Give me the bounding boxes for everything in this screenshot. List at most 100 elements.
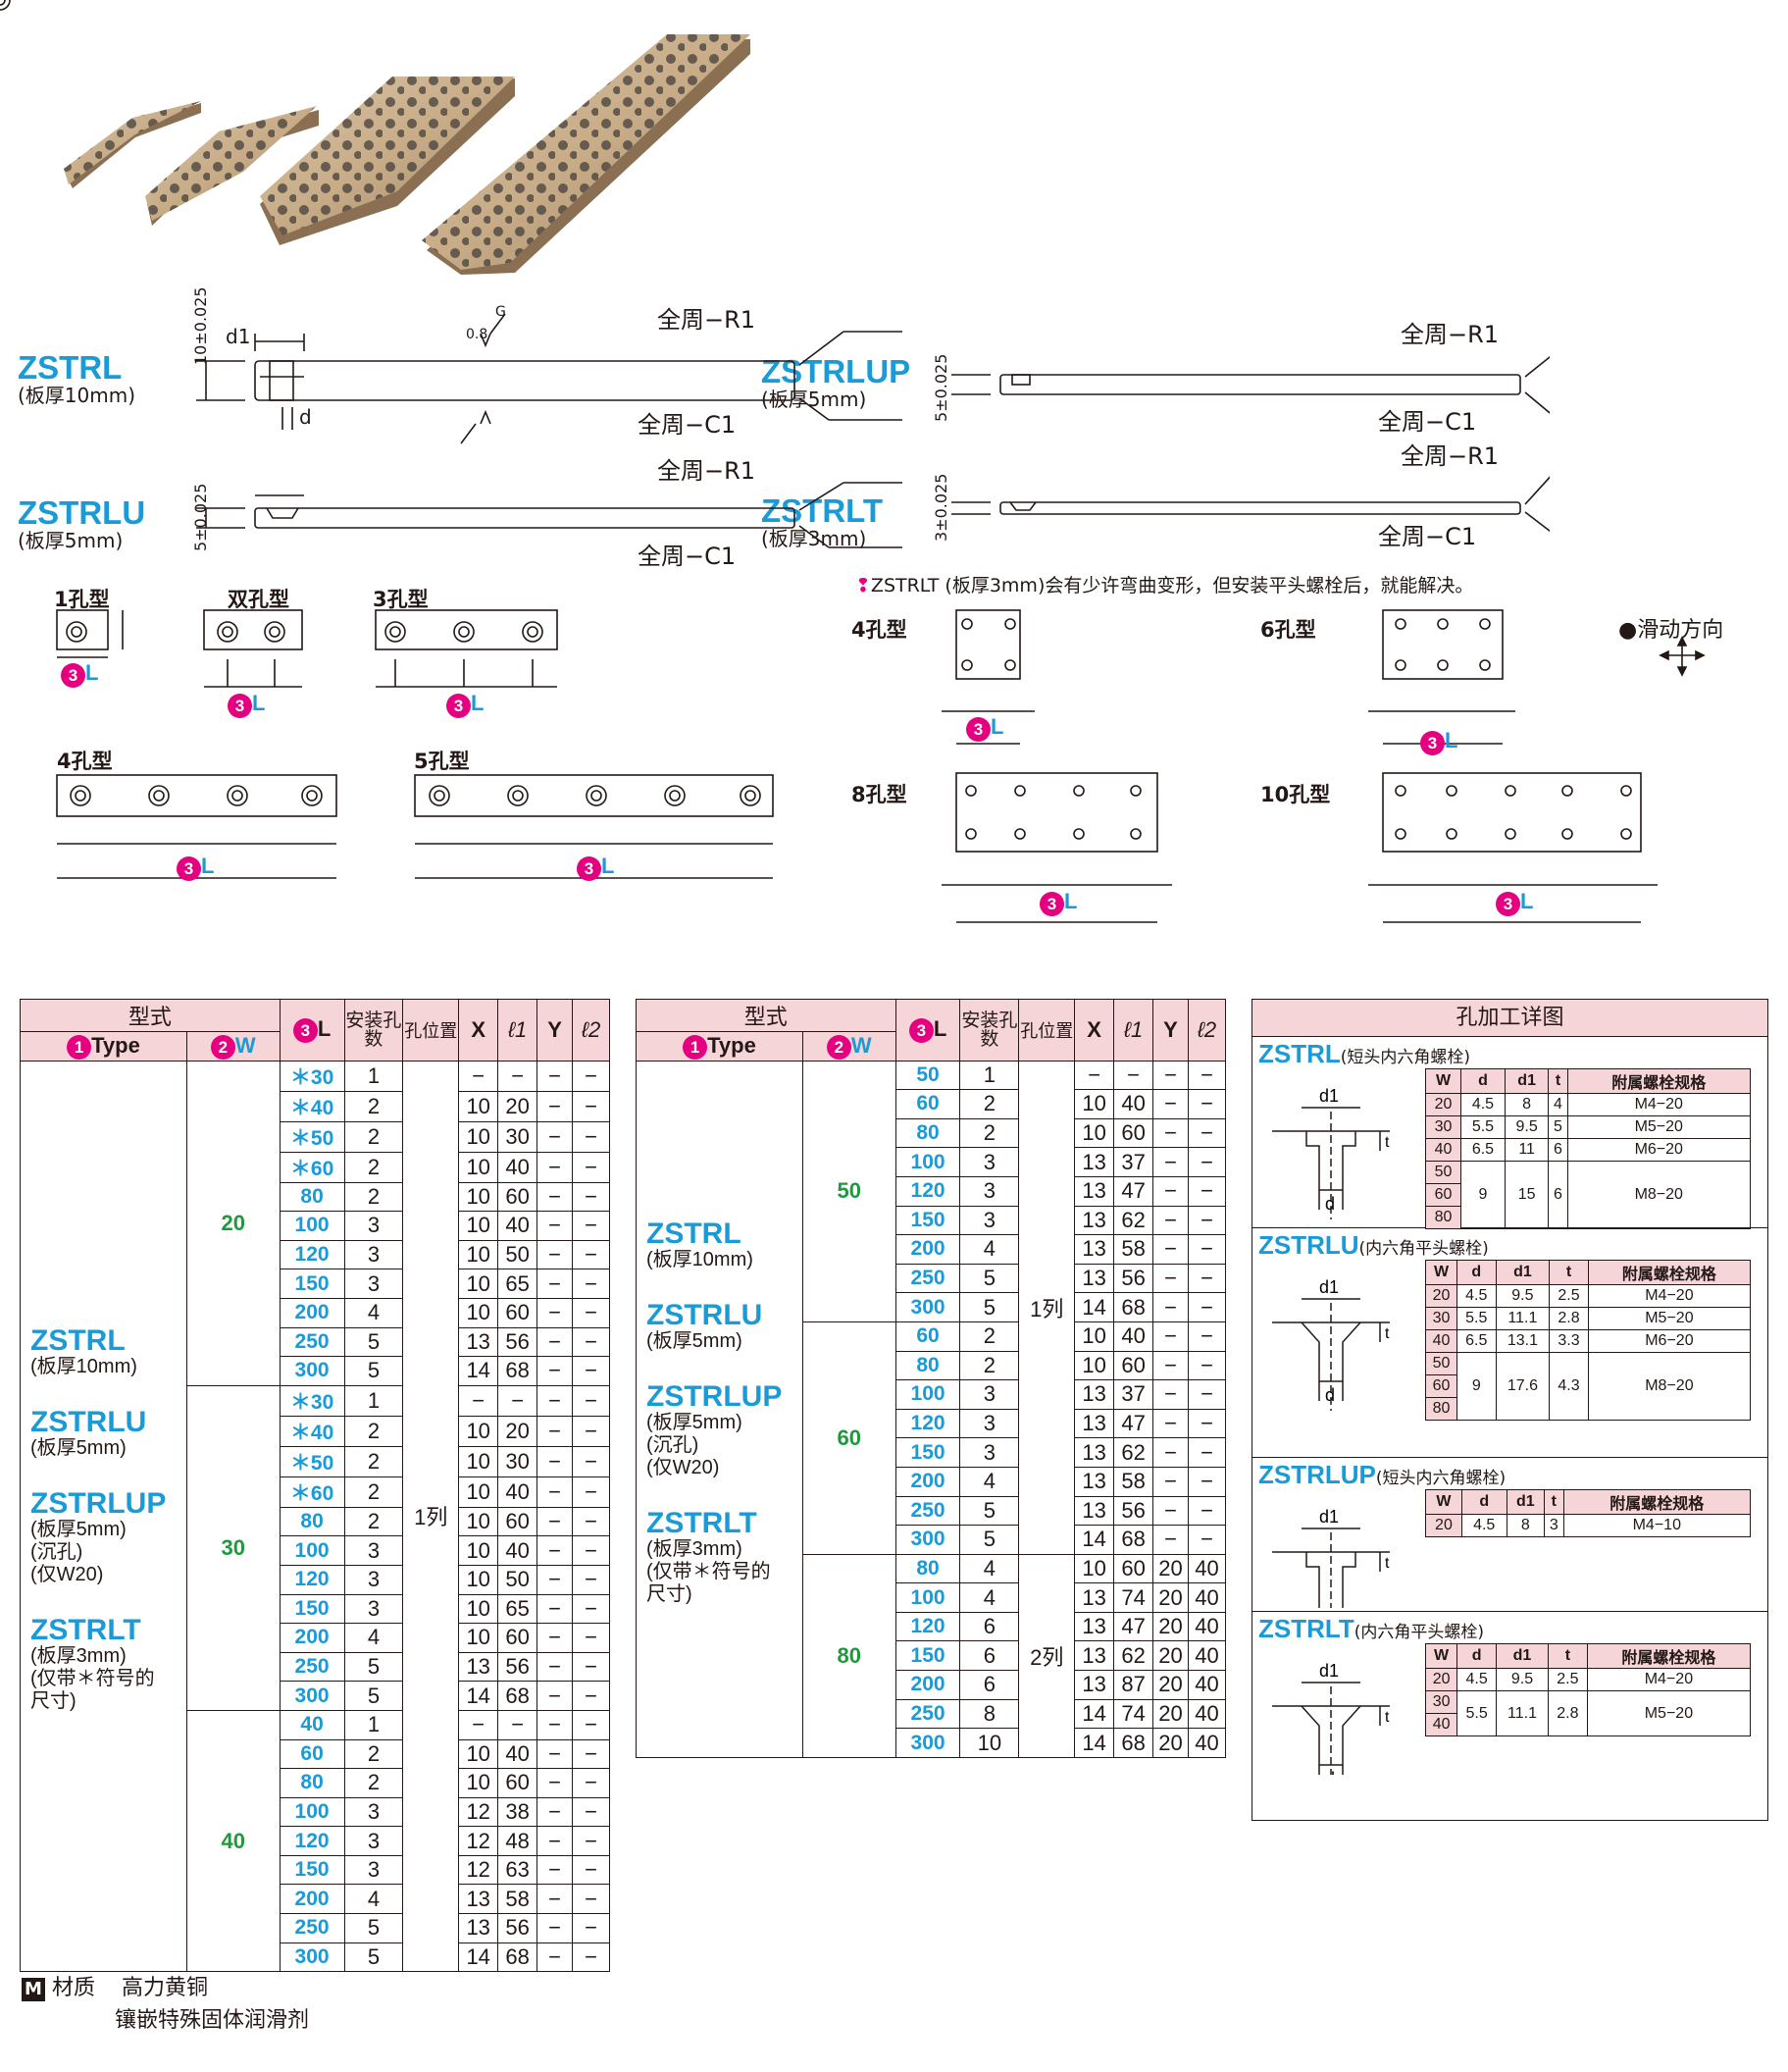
x-value: 13 bbox=[1074, 1379, 1115, 1410]
detail-header: W bbox=[1424, 1643, 1458, 1669]
detail-row: 80 bbox=[1424, 1206, 1751, 1229]
l2-value: − bbox=[572, 1326, 610, 1358]
l1-value: 50 bbox=[497, 1239, 538, 1270]
y-value: − bbox=[1152, 1175, 1189, 1207]
l2-value: − bbox=[572, 1090, 610, 1122]
header-y-2: Y bbox=[1152, 999, 1189, 1062]
l-value: 100 bbox=[894, 1379, 961, 1410]
l2-value: − bbox=[1188, 1350, 1226, 1381]
l2-value: − bbox=[572, 1593, 610, 1625]
plate-medium bbox=[145, 106, 319, 226]
l1-value: 68 bbox=[497, 1942, 538, 1973]
hole-type-1: 1孔型 bbox=[54, 588, 110, 611]
detail-cell: 80 bbox=[1424, 1206, 1462, 1229]
l1-value: 40 bbox=[497, 1535, 538, 1566]
x-value: 12 bbox=[458, 1796, 499, 1828]
l1-value: 47 bbox=[1113, 1408, 1154, 1439]
hole-detail-title: 孔加工详图 bbox=[1252, 1000, 1767, 1037]
detail-cell: M4−10 bbox=[1562, 1514, 1752, 1537]
x-value: 10 bbox=[458, 1211, 499, 1241]
hole-count: 3 bbox=[959, 1175, 1020, 1207]
header-pos: 孔位置 bbox=[402, 999, 460, 1062]
diagram-10-hole bbox=[1368, 772, 1658, 923]
detail-cell: 30 bbox=[1424, 1115, 1462, 1139]
type-cell: ZSTRL(板厚10mm)ZSTRLU(板厚5mm)ZSTRLUP(板厚5mm)… bbox=[20, 1060, 187, 1973]
slide-direction-label: ●滑动方向 bbox=[1618, 618, 1724, 643]
detail-cell: M5−20 bbox=[1566, 1115, 1751, 1139]
l1-value: 60 bbox=[497, 1181, 538, 1213]
detail-header: d bbox=[1460, 1068, 1506, 1094]
l-value: 100 bbox=[894, 1582, 961, 1613]
l2-value: 40 bbox=[1188, 1698, 1226, 1730]
y-value: − bbox=[536, 1297, 574, 1328]
l-value: 200 bbox=[894, 1670, 961, 1700]
svg-text:t: t bbox=[1385, 1325, 1390, 1342]
y-value: − bbox=[536, 1120, 574, 1153]
l2-value: − bbox=[572, 1854, 610, 1886]
l2-value: − bbox=[572, 1445, 610, 1477]
detail-cell: 8 bbox=[1506, 1514, 1546, 1537]
w-value: 40 bbox=[185, 1709, 281, 1973]
svg-text:d1: d1 bbox=[1319, 1507, 1339, 1527]
hole-type-3: 3孔型 bbox=[373, 588, 429, 611]
x-value: 10 bbox=[1074, 1089, 1115, 1119]
detail-cell: 9 bbox=[1460, 1161, 1506, 1229]
svg-text:d1: d1 bbox=[1319, 1277, 1339, 1297]
y-value: − bbox=[536, 1768, 574, 1798]
x-value: 13 bbox=[458, 1913, 499, 1943]
l1-value: 47 bbox=[1113, 1611, 1154, 1642]
g-label: G bbox=[495, 304, 506, 320]
detail-cell: 40 bbox=[1424, 1713, 1458, 1736]
l-value: 200 bbox=[279, 1297, 345, 1328]
l2-value: − bbox=[572, 1060, 610, 1092]
detail-cell: 4.5 bbox=[1456, 1284, 1497, 1308]
l-value: 250 bbox=[279, 1326, 345, 1358]
hole-count: 3 bbox=[959, 1147, 1020, 1177]
detail-header: t bbox=[1548, 1068, 1568, 1094]
y-value: − bbox=[1152, 1205, 1189, 1236]
y-value: − bbox=[1152, 1321, 1189, 1352]
x-value: 13 bbox=[1074, 1582, 1115, 1613]
hole-detail-section: ZSTRLT(内六角平头螺栓)d1dtWdd1t附属螺栓规格204.59.52.… bbox=[1252, 1612, 1767, 1779]
x-value: 10 bbox=[458, 1564, 499, 1595]
l2-value: − bbox=[1188, 1089, 1226, 1119]
type-cell: ZSTRL(板厚10mm)ZSTRLU(板厚5mm)ZSTRLUP(板厚5mm)… bbox=[636, 1060, 803, 1758]
l-value: 250 bbox=[894, 1263, 961, 1294]
l-value: 200 bbox=[279, 1884, 345, 1915]
y-value: − bbox=[1152, 1147, 1189, 1177]
l-value: 80 bbox=[894, 1553, 961, 1584]
c1-label-4: 全周−C1 bbox=[1378, 523, 1477, 550]
l2-value: − bbox=[572, 1476, 610, 1508]
l1-value: 62 bbox=[1113, 1640, 1154, 1672]
l-value: 60 bbox=[894, 1321, 961, 1352]
x-value: 14 bbox=[1074, 1698, 1115, 1730]
l-value: 150 bbox=[279, 1593, 345, 1625]
y-value: − bbox=[1152, 1089, 1189, 1119]
l-value: 100 bbox=[894, 1147, 961, 1177]
x-value: − bbox=[458, 1060, 499, 1092]
detail-header: W bbox=[1425, 1260, 1457, 1285]
y-value: 20 bbox=[1152, 1611, 1189, 1642]
y-value: − bbox=[536, 1826, 574, 1856]
l1-value: 74 bbox=[1113, 1582, 1154, 1613]
